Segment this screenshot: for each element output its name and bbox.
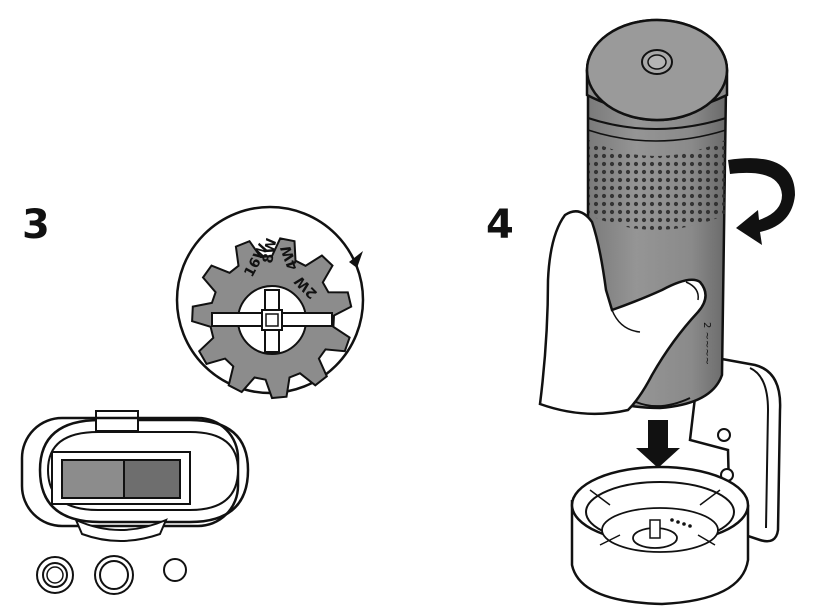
hand	[538, 210, 707, 416]
device-top-tab	[95, 410, 139, 432]
dial-indicator-arrow	[349, 251, 363, 268]
step-3-number: 3	[22, 202, 50, 248]
wall-bracket	[570, 353, 782, 606]
dial-setting-8w: 8W	[260, 237, 280, 265]
device-round-buttons	[36, 555, 187, 595]
device-bottom-lip	[74, 518, 168, 542]
down-arrow	[636, 420, 680, 468]
step-4-number: 4	[486, 202, 514, 248]
rotate-arrow	[728, 158, 795, 245]
cylinder-label: 2 ~~~~	[701, 322, 712, 365]
cylinder-grille	[589, 140, 725, 230]
device-front	[20, 410, 250, 595]
cylinder-unit: 2 ~~~~	[585, 18, 729, 410]
switch-knob	[123, 459, 181, 499]
dial-cross-key	[211, 285, 333, 355]
power-dial: 16W 8W 4W 2W	[175, 205, 365, 400]
